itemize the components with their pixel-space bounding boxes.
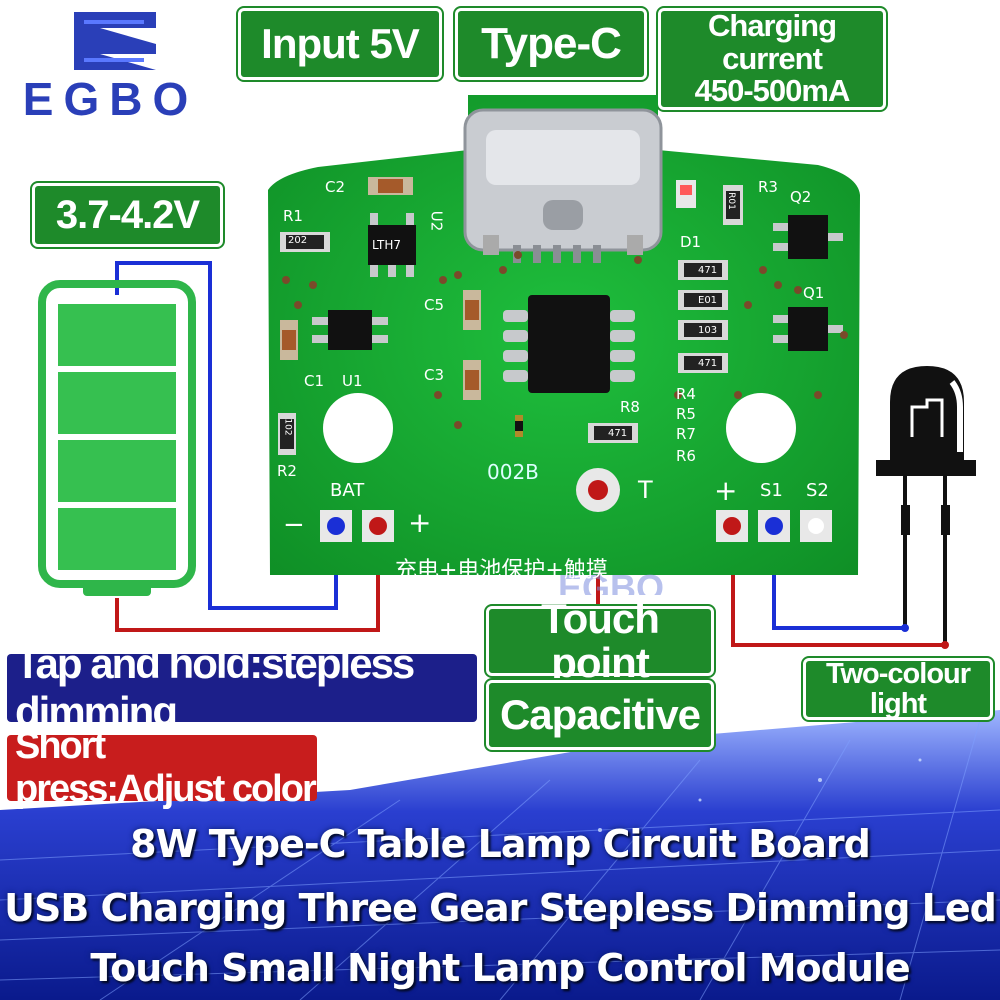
label-r7: R7 xyxy=(676,425,696,443)
label-r6: R6 xyxy=(676,447,696,465)
label-r1: R1 xyxy=(283,207,303,225)
tap-hold-tag: Tap and hold:stepless dimming xyxy=(7,640,477,735)
resistor-103: 103 xyxy=(698,325,718,336)
capacitive-tag: Capacitive xyxy=(486,680,714,750)
label-q1: Q1 xyxy=(803,284,825,302)
label-u2: U2 xyxy=(427,210,446,232)
egbo-logo: EGBO xyxy=(8,8,213,125)
short-press-tag: Short press:Adjust color xyxy=(7,725,317,810)
label-plus-bat: + xyxy=(408,506,432,539)
label-r2: R2 xyxy=(277,462,297,480)
type-c-tag: Type-C xyxy=(455,8,647,80)
label-c2: C2 xyxy=(325,178,346,196)
tech-background xyxy=(0,710,1000,1000)
label-bat: BAT xyxy=(330,480,365,501)
label-plus-led: + xyxy=(714,474,738,507)
resistor-202: 202 xyxy=(288,235,308,246)
label-board-code: 002B xyxy=(487,460,539,484)
touch-point-tag: Touch point xyxy=(486,596,714,685)
label-r4: R4 xyxy=(676,385,696,403)
resistor-r01: R01 xyxy=(725,192,736,210)
input-voltage-tag: Input 5V xyxy=(238,8,442,80)
title-line-1: 8W Type-C Table Lamp Circuit Board xyxy=(130,822,871,866)
label-lth7: LTH7 xyxy=(372,238,402,252)
logo-text: EGBO xyxy=(22,73,199,125)
charging-current-tag: Charging current 450-500mA xyxy=(658,8,886,110)
resistor-471c: 471 xyxy=(608,428,628,439)
resistor-102: 102 xyxy=(282,418,293,436)
charging-current-value: 450-500mA xyxy=(694,73,851,109)
label-minus: − xyxy=(283,510,305,540)
title-line-2: USB Charging Three Gear Stepless Dimming… xyxy=(4,886,997,930)
label-c5: C5 xyxy=(424,296,445,314)
label-q2: Q2 xyxy=(790,188,812,206)
label-r3: R3 xyxy=(758,178,778,196)
pcb-board: EGBO xyxy=(268,95,860,595)
label-c1: C1 xyxy=(304,372,325,390)
svg-text:EGBO: EGBO xyxy=(558,567,664,595)
label-s2: S2 xyxy=(806,480,829,501)
label-chinese: 充电+电池保护+触摸 xyxy=(395,558,608,583)
battery-icon xyxy=(38,280,196,596)
charging-current-label: Charging current xyxy=(707,8,837,76)
resistor-471a: 471 xyxy=(698,265,718,276)
led-light-icon xyxy=(876,366,976,476)
label-c3: C3 xyxy=(424,366,445,384)
label-u1: U1 xyxy=(342,372,363,390)
two-colour-light-tag: Two-colour light xyxy=(803,658,993,720)
label-r8: R8 xyxy=(620,398,640,416)
label-s1: S1 xyxy=(760,480,783,501)
title-line-3: Touch Small Night Lamp Control Module xyxy=(90,946,910,990)
logo-emblem-icon xyxy=(74,12,156,70)
label-r5: R5 xyxy=(676,405,696,423)
label-t: T xyxy=(638,476,653,504)
resistor-e01: E01 xyxy=(698,295,718,306)
label-d1: D1 xyxy=(680,233,702,251)
battery-voltage-tag: 3.7-4.2V xyxy=(32,183,223,247)
resistor-471b: 471 xyxy=(698,358,718,369)
